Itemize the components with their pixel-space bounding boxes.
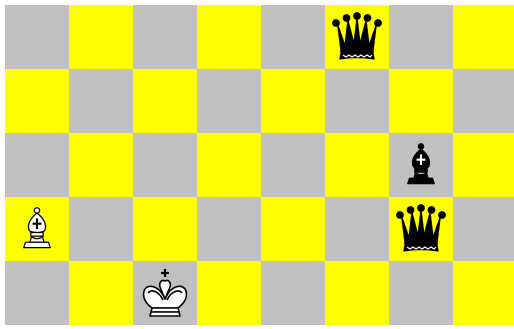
board-square[interactable] <box>197 261 261 325</box>
black-bishop-piece[interactable] <box>389 133 453 197</box>
chess-board[interactable] <box>5 5 514 325</box>
board-square[interactable] <box>133 197 197 261</box>
board-square[interactable] <box>261 197 325 261</box>
board-square[interactable] <box>453 261 514 325</box>
board-square[interactable] <box>5 69 69 133</box>
white-king-piece[interactable] <box>133 261 197 325</box>
board-square[interactable] <box>133 5 197 69</box>
black-queen-piece[interactable] <box>389 197 453 261</box>
black-queen-piece[interactable] <box>325 5 389 69</box>
board-square[interactable] <box>5 261 69 325</box>
board-square[interactable] <box>5 133 69 197</box>
white-bishop-piece[interactable] <box>5 197 69 261</box>
board-square[interactable] <box>69 5 133 69</box>
board-square[interactable] <box>389 69 453 133</box>
board-square[interactable] <box>389 5 453 69</box>
board-square[interactable] <box>389 261 453 325</box>
board-square[interactable] <box>197 69 261 133</box>
board-square[interactable] <box>69 197 133 261</box>
board-square[interactable] <box>325 197 389 261</box>
board-square[interactable] <box>133 69 197 133</box>
board-square[interactable] <box>133 133 197 197</box>
board-square[interactable] <box>5 5 69 69</box>
board-square[interactable] <box>453 69 514 133</box>
board-square[interactable] <box>325 261 389 325</box>
board-square[interactable] <box>453 197 514 261</box>
board-square[interactable] <box>261 261 325 325</box>
board-square[interactable] <box>197 197 261 261</box>
board-square[interactable] <box>453 5 514 69</box>
board-square[interactable] <box>197 5 261 69</box>
board-square[interactable] <box>325 69 389 133</box>
board-square[interactable] <box>69 261 133 325</box>
board-square[interactable] <box>325 133 389 197</box>
board-square[interactable] <box>261 133 325 197</box>
board-square[interactable] <box>261 5 325 69</box>
board-square[interactable] <box>261 69 325 133</box>
board-square[interactable] <box>453 133 514 197</box>
board-square[interactable] <box>69 133 133 197</box>
board-square[interactable] <box>197 133 261 197</box>
board-square[interactable] <box>69 69 133 133</box>
